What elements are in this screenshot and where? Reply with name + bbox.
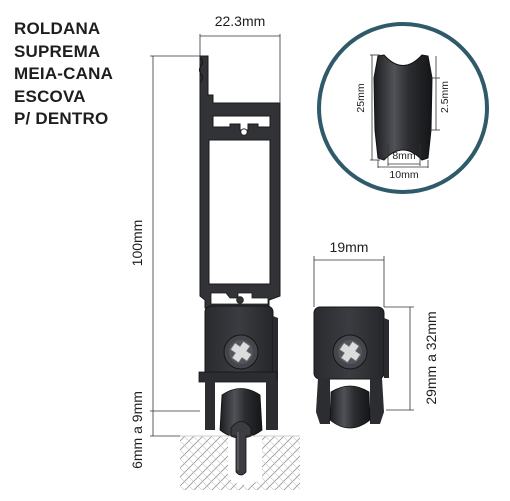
- title-line-4: ESCOVA: [14, 86, 86, 106]
- profile-height-label: 100mm: [129, 220, 145, 267]
- title-line-2: SUPREMA: [14, 41, 101, 61]
- wheel-diameter-label: 25mm: [355, 83, 367, 112]
- roller-adjust-label: 29mm a 32mm: [423, 311, 439, 404]
- aluminum-profile: [198, 55, 281, 309]
- dimension-roller-adjust: 29mm a 32mm: [384, 306, 439, 411]
- title-line-1: ROLDANA: [14, 19, 101, 38]
- floor-hatch: [180, 436, 300, 490]
- product-title: ROLDANA SUPREMA MEIA-CANA ESCOVA P/ DENT…: [14, 18, 154, 131]
- wheel-groove-label: 2.5mm: [439, 81, 451, 113]
- wheel-outer-label: 10mm: [389, 169, 418, 181]
- dimension-gap: 6mm a 9mm: [129, 391, 180, 469]
- gap-label: 6mm a 9mm: [129, 391, 145, 469]
- roller-width-label: 19mm: [330, 239, 369, 255]
- title-line-3: MEIA-CANA: [14, 64, 114, 83]
- wheel-zoom: 25mm 2.5mm 8mm 10mm: [317, 22, 489, 194]
- profile-width-label: 22.3mm: [215, 13, 266, 29]
- roller-detail: [313, 306, 389, 429]
- title-line-5: P/ DENTRO: [14, 109, 109, 128]
- dimension-roller-width: 19mm: [313, 239, 385, 307]
- profile-wheel: [219, 388, 263, 439]
- wheel-inner-label: 8mm: [392, 150, 416, 162]
- dimension-profile-width: 22.3mm: [199, 13, 281, 103]
- profile-roller-block: [198, 305, 278, 430]
- dimension-profile-height: 100mm: [129, 55, 200, 412]
- floor-rail: [230, 421, 252, 476]
